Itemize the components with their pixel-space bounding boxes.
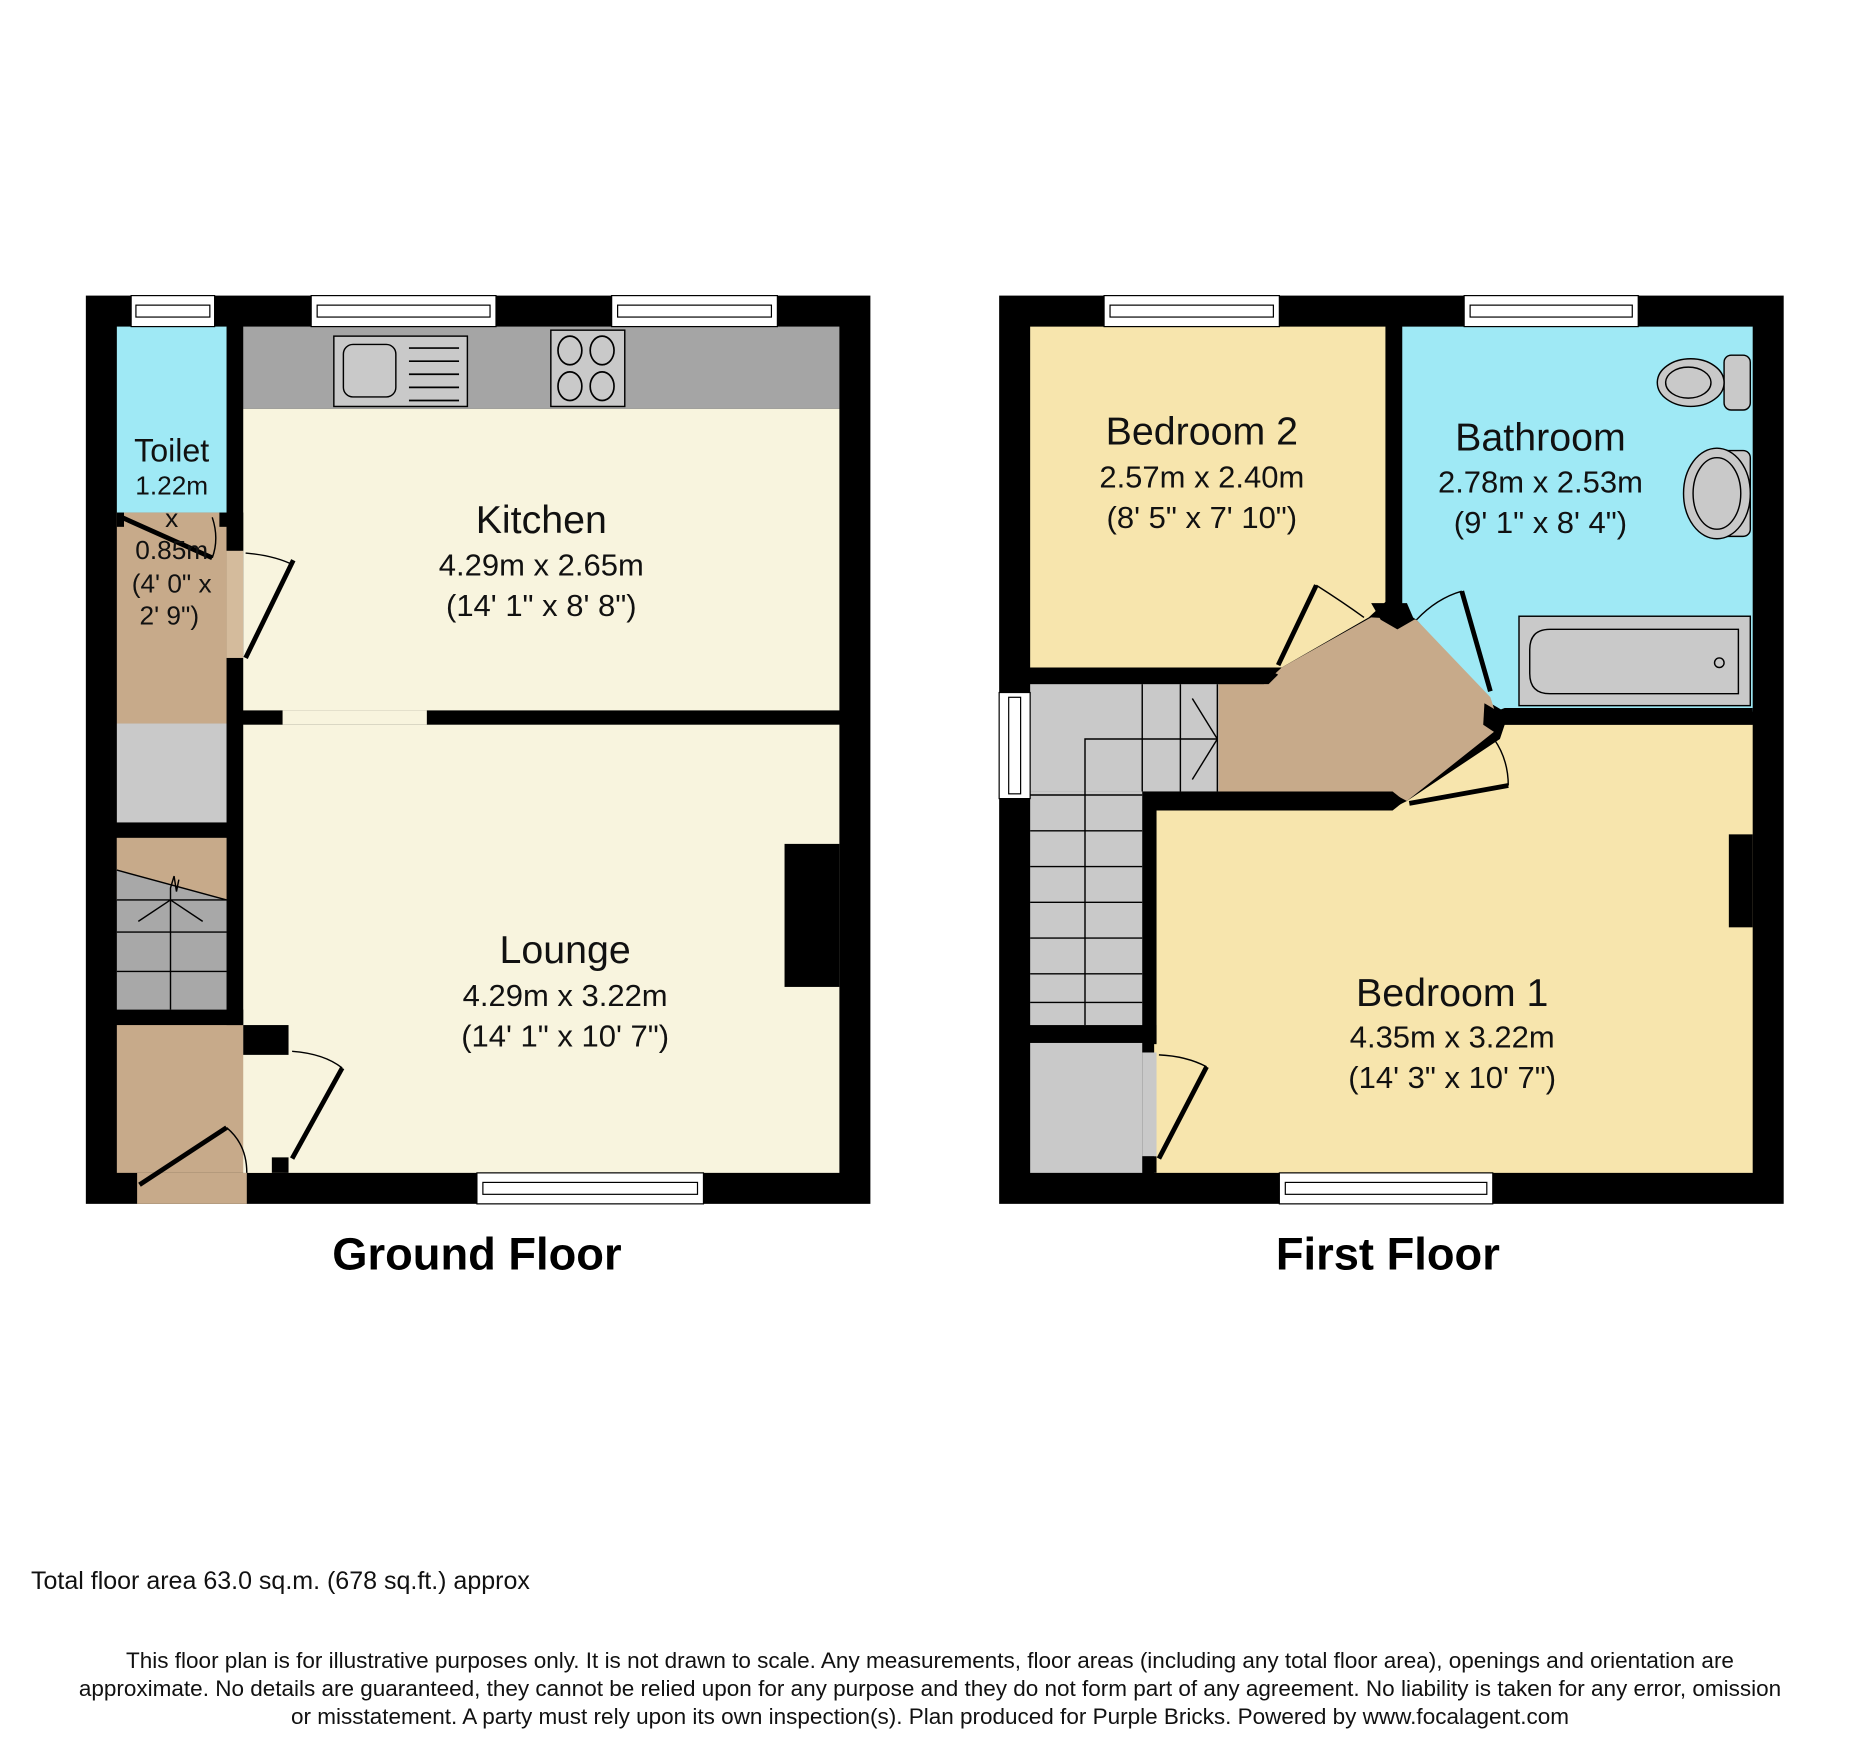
hob-icon [550,329,626,408]
kitchen-counter [243,326,840,409]
toilet-lobby [116,512,227,724]
bathroom-label: Bathroom [1455,416,1626,460]
bedroom-1-label: Bedroom 1 [1356,971,1548,1015]
toilet-label: Toilet [134,432,209,468]
lounge-door[interactable] [290,1050,345,1160]
disclaimer-line-2: approximate. No details are guaranteed, … [78,1676,1782,1701]
front-door-threshold [137,1172,247,1204]
kitchen-dims-ft: (14' 1" x 8' 8") [446,588,637,623]
toilet-door[interactable] [120,515,217,561]
bedroom-1-room [1154,724,1753,1173]
bathroom-dims-m: 2.78m x 2.53m [1438,464,1643,499]
landing-door-jamb-b1 [1483,703,1505,735]
toilet-dims-ft2: 2' 9") [140,601,200,631]
bathroom-dims-ft: (9' 1" x 8' 4") [1454,505,1627,540]
ground-storage [116,723,227,823]
hall-wall [226,1009,244,1026]
kitchen-room [243,408,840,711]
bedroom-2-dims-m: 2.57m x 2.40m [1099,460,1304,495]
toilet-dims-ft1: (4' 0" x [132,568,212,598]
window-kitchen-left [310,295,497,328]
window-toilet [130,295,216,328]
first-floor-closet [1030,1042,1143,1173]
toilet-room [116,326,227,513]
lounge-chimney-breast [784,843,840,987]
toilet-dims-m1: 1.22m [135,471,208,501]
landing [1218,617,1500,801]
ground-stairs [116,837,227,1010]
kitchen-dims-m: 4.29m x 2.65m [439,548,644,583]
first-floor-title: First Floor [1276,1228,1500,1279]
wall-bed2-landing [1030,667,1279,685]
bedroom-2-door[interactable] [1276,584,1365,667]
lounge-label: Lounge [500,928,631,972]
wall-closet-top [1030,1025,1157,1043]
bath-toilet-icon [1656,354,1752,411]
bedroom-1-dims-ft: (14' 3" x 10' 7") [1348,1060,1556,1095]
first-floor-plan: Bedroom 2 2.57m x 2.40m (8' 5" x 7' 10")… [998,295,1784,1279]
lounge-dims-m: 4.29m x 3.22m [463,978,668,1013]
window-lounge [476,1172,705,1205]
window-bedroom-2 [1103,295,1280,328]
front-door[interactable] [138,1125,248,1187]
disclaimer-line-3: or misstatement. A party must rely upon … [290,1704,1570,1729]
bathroom-room [1402,326,1753,712]
kitchen-lounge-opening [282,710,427,725]
total-floor-area: Total floor area 63.0 sq.m. (678 sq.ft.)… [31,1567,530,1595]
bedroom-1-dims-m: 4.35m x 3.22m [1350,1020,1555,1055]
hall-wall-right-bottom [271,1157,289,1173]
hall-wall-right [243,1025,289,1055]
closet-door[interactable] [1156,1054,1209,1160]
disclaimer: This floor plan is for illustrative purp… [30,1647,1830,1731]
sink-icon [333,335,469,408]
lobby-doorway [226,550,244,658]
lobby-door[interactable] [243,552,296,659]
ground-floor-title: Ground Floor [332,1228,621,1279]
lounge-dims-ft: (14' 1" x 10' 7") [461,1019,669,1054]
disclaimer-line-1: This floor plan is for illustrative purp… [126,1648,1734,1673]
bathroom-door[interactable] [1415,590,1493,692]
bedroom-1-door[interactable] [1408,738,1509,806]
bedroom-2-label: Bedroom 2 [1106,410,1298,454]
wall-landing-bed1 [1142,791,1405,811]
basin-icon [1682,447,1752,540]
toilet-door-jamb-left [116,512,124,527]
lobby-wall-top [226,512,244,551]
first-floor-stairs [1030,684,1219,1026]
toilet-dims-m3: 0.85m [135,535,208,565]
wall-bath-bed1 [1485,708,1753,732]
toilet-dims-m2: x [165,503,178,533]
lounge-room [243,724,840,1173]
bed1-chimney-breast [1728,834,1753,928]
wall-bed2-bath [1385,326,1403,604]
wall-stairs-bed1 [1142,791,1157,1045]
window-stairs [998,691,1031,800]
bathtub-icon [1518,615,1752,707]
window-bedroom-1 [1278,1172,1494,1205]
closet-doorway [1142,1052,1157,1157]
toilet-door-jamb-right [219,512,227,527]
ground-floor-plan: Toilet 1.22m x 0.85m (4' 0" x 2' 9") Kit… [85,295,871,1279]
bedroom-2-room [1030,326,1386,668]
wall-door-jamb-bath [1371,603,1415,630]
wall-closet-jamb [1142,1156,1157,1173]
window-bathroom [1463,295,1639,328]
kitchen-label: Kitchen [476,498,607,542]
bedroom-2-dims-ft: (8' 5" x 7' 10") [1107,500,1298,535]
window-kitchen-right [611,295,778,328]
